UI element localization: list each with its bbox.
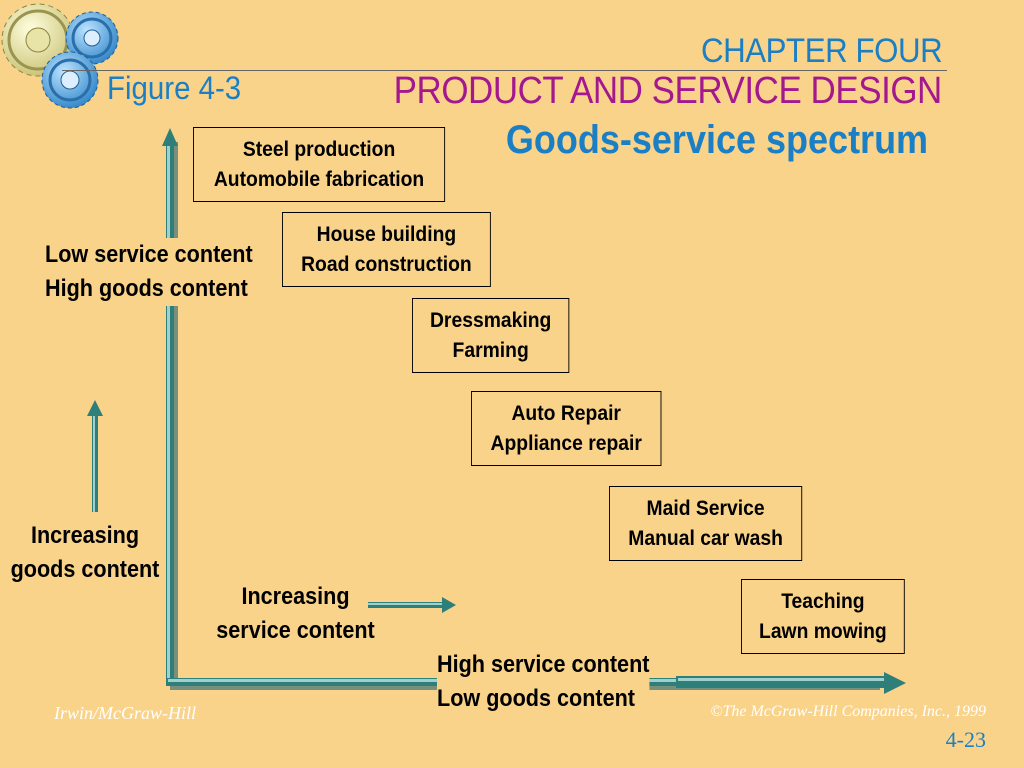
copyright-notice: ©The McGraw-Hill Companies, Inc., 1999 (710, 703, 986, 720)
chapter-title: CHAPTER FOUR (700, 32, 943, 70)
increasing-goods-arrow (87, 400, 103, 512)
page-title: Goods-service spectrum (505, 118, 928, 162)
figure-label: Figure 4-3 (107, 70, 242, 106)
publisher-credit: Irwin/McGraw-Hill (54, 703, 196, 723)
slide-number: 4-23 (945, 727, 986, 752)
gears-icon (1, 3, 119, 109)
vertical-axis-arrow (162, 128, 178, 686)
header-divider (62, 70, 947, 71)
chapter-subtitle: PRODUCT AND SERVICE DESIGN (393, 70, 943, 112)
increasing-service-arrow (368, 597, 456, 613)
